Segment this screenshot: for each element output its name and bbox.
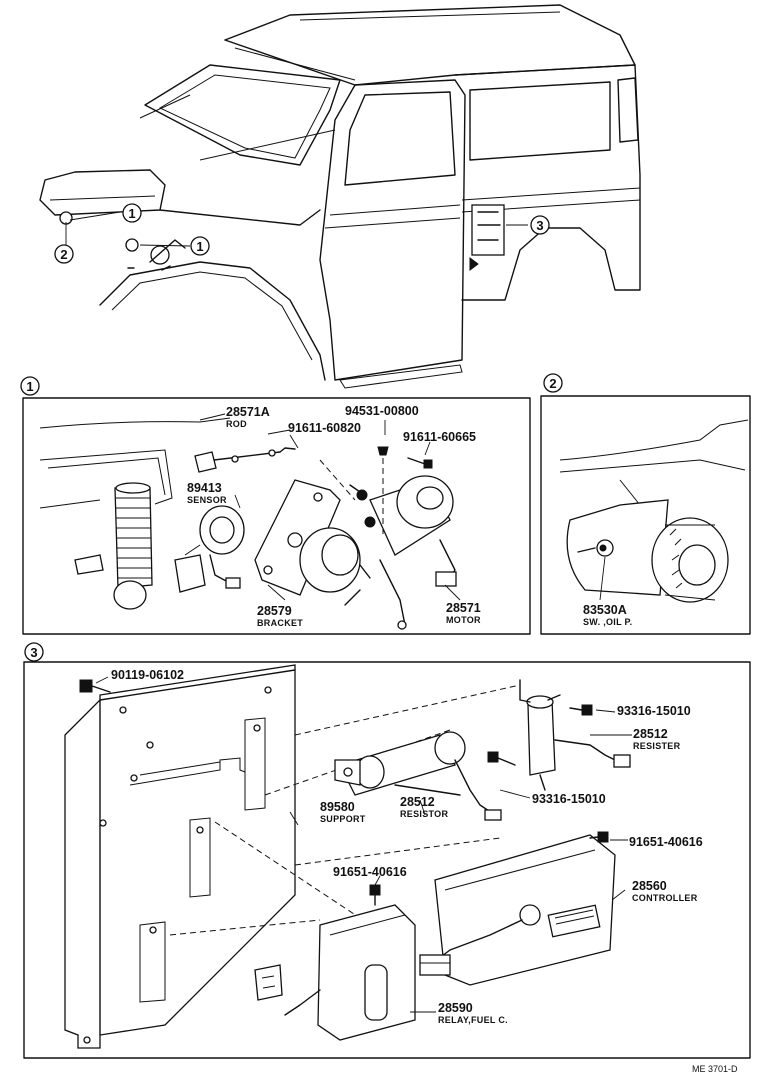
bracket-drawing xyxy=(254,479,341,596)
rod-drawing xyxy=(194,447,296,473)
svg-text:2: 2 xyxy=(549,376,556,391)
bolt-relay-drawing xyxy=(369,884,381,906)
panel-3: 3 xyxy=(23,642,751,1059)
rod-description: ROD xyxy=(226,419,247,429)
bracket-part-number: 28579 xyxy=(257,604,292,618)
resistor-description: RESISTOR xyxy=(400,809,448,819)
relay-description: RELAY,FUEL C. xyxy=(438,1015,508,1025)
svg-text:1: 1 xyxy=(128,206,135,221)
relay-drawing xyxy=(254,904,416,1041)
bolt-relay-part-number: 91651-40616 xyxy=(333,865,407,879)
bolt-b-part-number: 91611-60665 xyxy=(403,430,476,444)
panel-1-frame xyxy=(22,397,531,635)
screw-a-part-number: 93316-15010 xyxy=(617,704,691,718)
panel-3-frame xyxy=(23,661,751,1059)
panel-1: 1 xyxy=(20,376,531,635)
figure-code: ME 3701-D xyxy=(692,1064,738,1074)
bracket-description: BRACKET xyxy=(257,618,303,628)
controller-part-number: 28560 xyxy=(632,879,667,893)
svg-text:3: 3 xyxy=(536,218,543,233)
controller-description: CONTROLLER xyxy=(632,893,698,903)
fasteners-panel1 xyxy=(319,446,433,535)
panel-2: 2 83530A SW. ,OIL P. xyxy=(540,373,751,635)
controller-drawing xyxy=(419,834,616,986)
svg-text:3: 3 xyxy=(30,645,37,660)
screw-b-drawing xyxy=(569,704,593,716)
oil-switch-description: SW. ,OIL P. xyxy=(583,617,632,627)
sensor-drawing xyxy=(184,505,245,589)
screw-b-part-number: 93316-15010 xyxy=(532,792,606,806)
support-part-number: 89580 xyxy=(320,800,355,814)
bolt-top-part-number: 90119-06102 xyxy=(111,668,184,682)
bellows-drawing xyxy=(74,482,206,610)
svg-text:1: 1 xyxy=(26,379,33,394)
svg-text:2: 2 xyxy=(60,247,67,262)
resister-drawing xyxy=(519,679,631,791)
resister-description: RESISTER xyxy=(633,741,681,751)
oil-switch-part-number: 83530A xyxy=(583,603,627,617)
rod-part-number: 28571A xyxy=(226,405,270,419)
panel-2-frame xyxy=(540,395,751,635)
callout-2-overview: 2 xyxy=(54,244,74,264)
bolt-top-drawing xyxy=(79,679,111,693)
resistor-drawing xyxy=(334,731,502,821)
motor-part-number: 28571 xyxy=(446,601,481,615)
callout-3-overview: 3 xyxy=(530,215,550,235)
screw-a-drawing xyxy=(487,751,516,766)
resister-part-number: 28512 xyxy=(633,727,668,741)
oil-pressure-switch-drawing xyxy=(566,499,729,603)
sensor-description: SENSOR xyxy=(187,495,227,505)
motor-description: MOTOR xyxy=(446,615,481,625)
nut-part-number: 94531-00800 xyxy=(345,404,419,418)
callout-1-overview-b: 1 xyxy=(190,236,210,256)
bolt-controller-part-number: 91651-40616 xyxy=(629,835,703,849)
relay-part-number: 28590 xyxy=(438,1001,473,1015)
resistor-part-number: 28512 xyxy=(400,795,435,809)
sensor-part-number: 89413 xyxy=(187,481,222,495)
bolt-controller-drawing xyxy=(589,831,609,843)
callout-1-overview-a: 1 xyxy=(122,203,142,223)
motor-drawing xyxy=(299,475,457,630)
bolt-a-part-number: 91611-60820 xyxy=(288,421,361,435)
support-description: SUPPORT xyxy=(320,814,366,824)
svg-text:1: 1 xyxy=(196,239,203,254)
vehicle-overview xyxy=(39,4,641,389)
support-drawing xyxy=(64,664,296,1049)
